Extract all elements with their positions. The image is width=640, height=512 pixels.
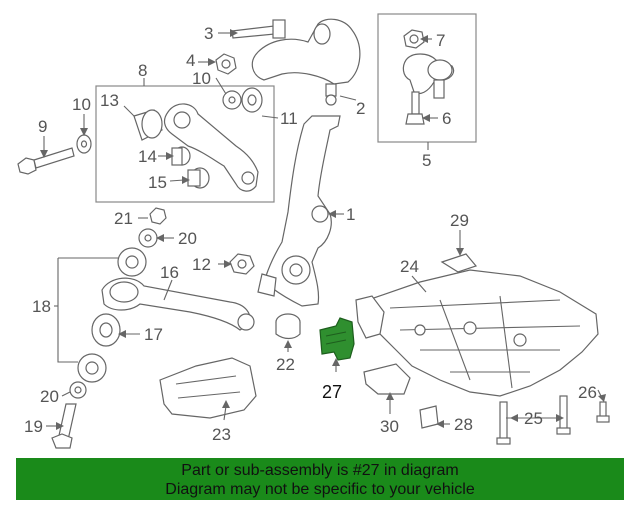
callout-15: 15 bbox=[148, 173, 167, 192]
bracket-29[interactable] bbox=[440, 253, 478, 273]
bracket-28[interactable] bbox=[419, 405, 439, 429]
callout-9: 9 bbox=[38, 117, 47, 136]
callout-16: 16 bbox=[160, 263, 179, 282]
callout-26: 26 bbox=[578, 383, 597, 402]
callout-30: 30 bbox=[380, 417, 399, 436]
callout-8: 8 bbox=[138, 61, 147, 80]
callout-20-lower: 20 bbox=[40, 387, 59, 406]
bushing-15[interactable] bbox=[187, 167, 210, 189]
steering-knuckle[interactable] bbox=[257, 115, 341, 307]
bolt-25[interactable] bbox=[496, 395, 571, 445]
callout-3: 3 bbox=[204, 24, 213, 43]
group-box-5 bbox=[377, 13, 477, 143]
bolt-3[interactable] bbox=[231, 19, 286, 39]
banner-line-2: Diagram may not be specific to your vehi… bbox=[165, 481, 475, 498]
callout-labels: 1 2 3 4 5 6 7 8 9 10 10 11 12 13 14 15 1… bbox=[24, 24, 597, 444]
callout-7: 7 bbox=[436, 31, 445, 50]
callout-6: 6 bbox=[442, 109, 451, 128]
nut-4[interactable] bbox=[215, 53, 237, 75]
group-box-8 bbox=[95, 85, 275, 203]
callout-10-upper: 10 bbox=[192, 69, 211, 88]
splash-shield-23[interactable] bbox=[159, 357, 257, 419]
callout-11: 11 bbox=[280, 109, 298, 128]
callout-5: 5 bbox=[422, 151, 431, 170]
callout-10-lower: 10 bbox=[72, 95, 91, 114]
callout-13: 13 bbox=[100, 91, 119, 110]
leader-lines bbox=[40, 29, 606, 430]
bolt-6[interactable] bbox=[405, 91, 425, 125]
callout-25: 25 bbox=[524, 409, 543, 428]
parts-diagram: 1 2 3 4 5 6 7 8 9 10 10 11 12 13 14 15 1… bbox=[17, 13, 610, 449]
bushing-14[interactable] bbox=[171, 146, 191, 166]
subframe-24[interactable] bbox=[355, 269, 599, 397]
bracket-30[interactable] bbox=[363, 363, 411, 395]
callout-28: 28 bbox=[454, 415, 473, 434]
callout-2: 2 bbox=[356, 99, 365, 118]
bolt-19[interactable] bbox=[51, 403, 77, 449]
callout-23: 23 bbox=[212, 425, 231, 444]
callout-20-upper: 20 bbox=[178, 229, 197, 248]
bushing-18-lower[interactable] bbox=[77, 353, 107, 383]
washer-20-upper[interactable] bbox=[138, 228, 158, 248]
bushing-18-upper[interactable] bbox=[117, 247, 147, 277]
nut-7[interactable] bbox=[403, 29, 425, 49]
callout-4: 4 bbox=[186, 51, 195, 70]
control-arm-8[interactable] bbox=[163, 103, 259, 192]
callout-21: 21 bbox=[114, 209, 133, 228]
bushing-17[interactable] bbox=[91, 313, 121, 347]
washer-10-upper[interactable] bbox=[222, 90, 242, 110]
nut-21[interactable] bbox=[149, 207, 167, 225]
bushing-22[interactable] bbox=[275, 313, 301, 340]
washer-10-lower[interactable] bbox=[76, 134, 92, 154]
upper-control-arm[interactable] bbox=[251, 18, 361, 106]
nut-12[interactable] bbox=[229, 253, 255, 275]
bushing-11[interactable] bbox=[241, 87, 263, 113]
ball-joint[interactable] bbox=[402, 53, 455, 99]
washer-20-lower[interactable] bbox=[69, 381, 87, 399]
bolt-9[interactable] bbox=[17, 147, 75, 175]
callout-22: 22 bbox=[276, 355, 295, 374]
bolt-26[interactable] bbox=[596, 401, 610, 423]
bushing-13[interactable] bbox=[133, 109, 163, 141]
callout-1: 1 bbox=[346, 205, 355, 224]
callout-19: 19 bbox=[24, 417, 43, 436]
bracket-27-highlighted[interactable] bbox=[319, 317, 355, 361]
control-arm-16[interactable] bbox=[101, 277, 255, 331]
callout-18: 18 bbox=[32, 297, 51, 316]
info-banner: Part or sub-assembly is #27 in diagram D… bbox=[16, 458, 624, 500]
callout-17: 17 bbox=[144, 325, 163, 344]
callout-24: 24 bbox=[400, 257, 419, 276]
callout-27: 27 bbox=[322, 382, 342, 402]
callout-29: 29 bbox=[450, 211, 469, 230]
callout-12: 12 bbox=[192, 255, 211, 274]
banner-line-1: Part or sub-assembly is #27 in diagram bbox=[181, 462, 459, 479]
callout-14: 14 bbox=[138, 147, 157, 166]
